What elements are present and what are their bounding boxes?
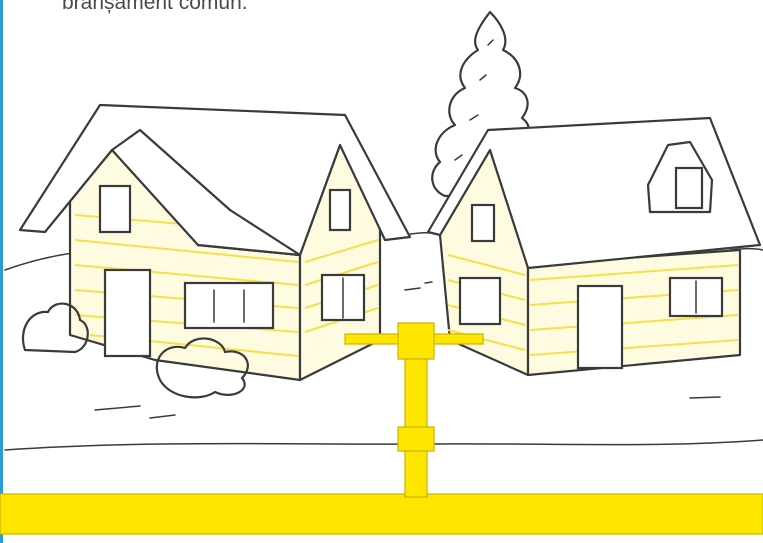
left-house-side-upper-window bbox=[330, 190, 350, 230]
main-gas-pipe bbox=[0, 494, 763, 534]
shared-branch-pipe bbox=[405, 355, 427, 497]
right-house-dormer-window bbox=[676, 168, 702, 208]
left-house-front-window bbox=[185, 283, 273, 328]
left-house-upper-window bbox=[100, 186, 130, 232]
branch-coupling bbox=[398, 427, 434, 451]
t-junction bbox=[398, 323, 434, 359]
right-house-door bbox=[578, 286, 622, 368]
right-house-side-window bbox=[460, 278, 500, 324]
caption-text: branșament comun. bbox=[62, 0, 248, 16]
left-house-door bbox=[105, 270, 150, 356]
right-house-upper-window bbox=[472, 205, 494, 241]
